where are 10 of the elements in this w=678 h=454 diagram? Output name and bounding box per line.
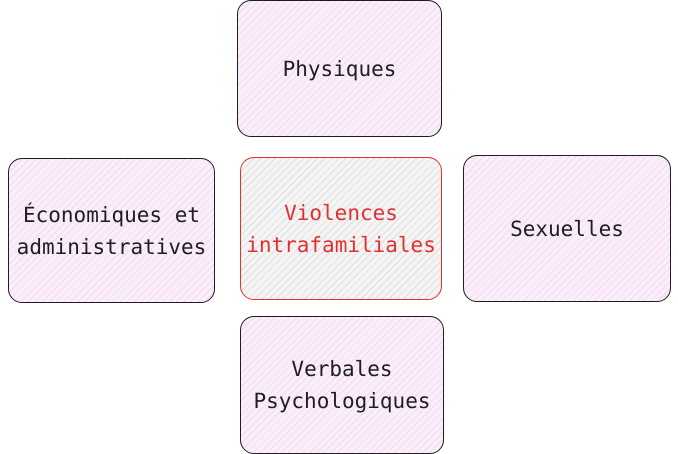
category-label: Économiques et administratives (16, 202, 208, 260)
category-box (8, 158, 215, 303)
topic-label: Violences intrafamiliales (245, 200, 437, 258)
topic-box (240, 157, 442, 300)
category-label: Verbales Psychologiques (252, 356, 432, 415)
category-box (237, 0, 442, 137)
category-box (463, 155, 671, 302)
category-box (240, 316, 444, 454)
category-label: Physiques (282, 56, 398, 82)
category-label: Sexuelles (509, 216, 625, 242)
